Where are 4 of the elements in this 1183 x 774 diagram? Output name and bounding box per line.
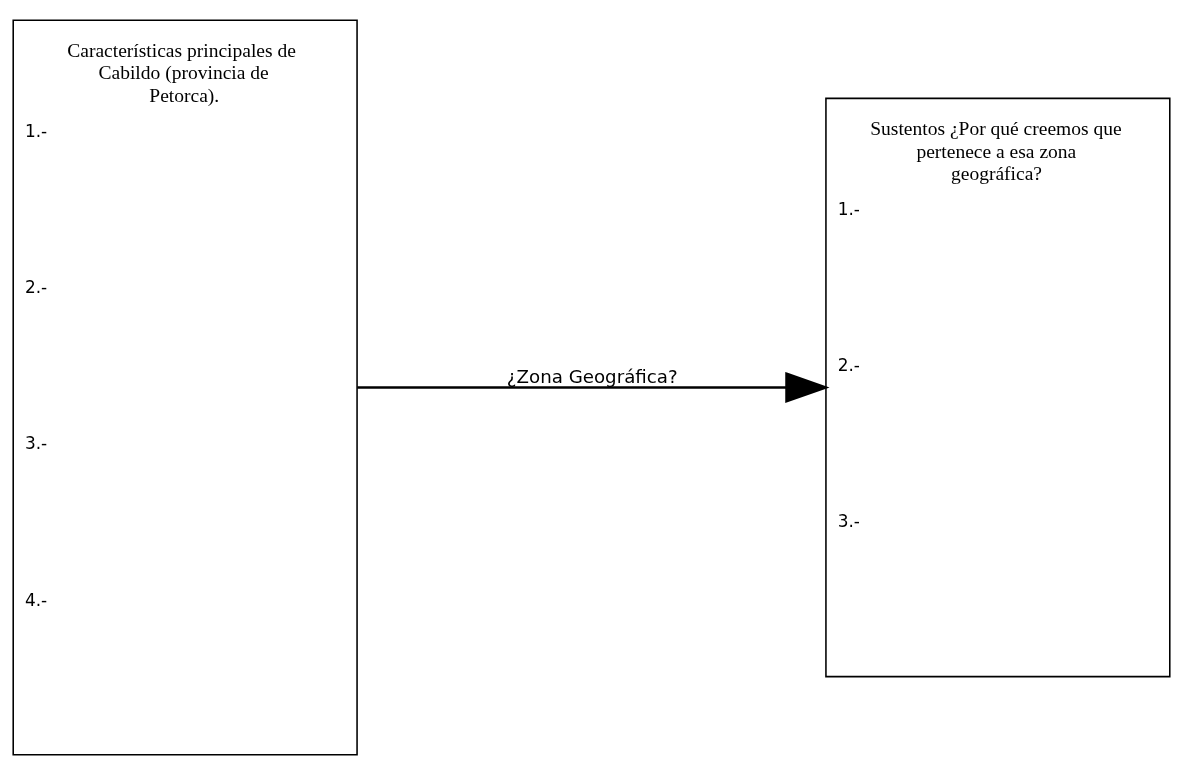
node-box: Sustentos ¿Por qué creemos que pertenece a esa zona geográfica? 1.- 2.- 3.- [825, 97, 1171, 677]
edge-label: ¿Zona Geográfica? [506, 365, 678, 387]
arrow [357, 371, 830, 403]
node-box: Características principales de Cabildo (provincia de Petorca). 1.- 2.- 3.- 4.- [12, 18, 358, 756]
